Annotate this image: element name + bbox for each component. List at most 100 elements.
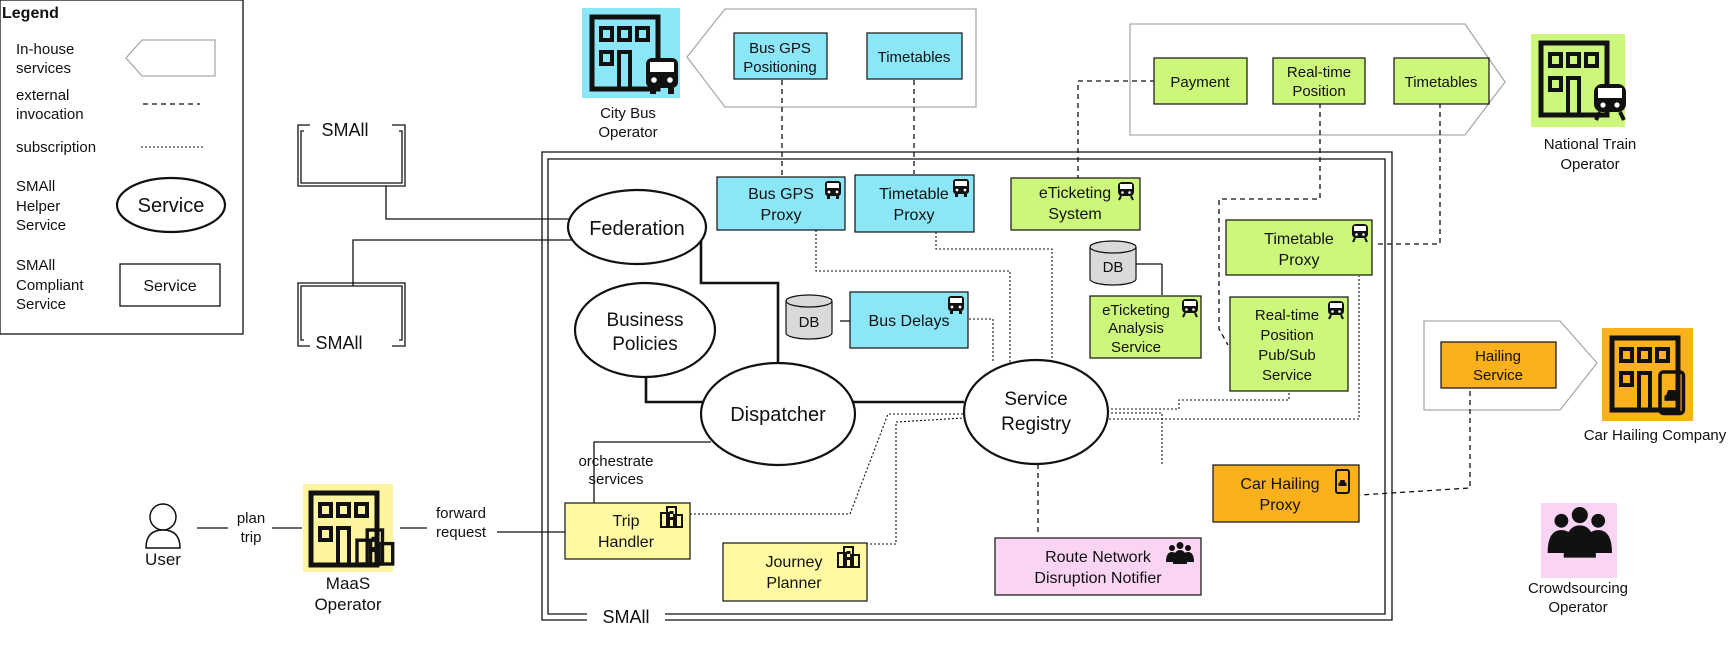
eticketing-analysis-service[interactable]: eTicketing Analysis Service — [1089, 295, 1202, 359]
small-main-label: SMAll — [602, 607, 649, 627]
user-icon — [149, 503, 177, 531]
national-train-operator: National Train Operator — [1531, 34, 1636, 173]
helper-connections — [644, 240, 964, 404]
realtime-position-label-2: Position — [1292, 83, 1345, 100]
timetable-proxy-train[interactable]: Timetable Proxy — [1225, 219, 1373, 276]
plan-trip-label-2: trip — [241, 529, 262, 546]
realtime-pubsub-label-1: Real-time — [1255, 307, 1319, 324]
journey-planner-label-2: Planner — [766, 575, 822, 592]
car-hailing-proxy-label-1: Car Hailing — [1240, 476, 1319, 493]
small-main-container: SMAll — [541, 151, 1393, 627]
forward-request-label-1: forward — [436, 505, 486, 522]
legend-in-house-label-1: In-house — [16, 41, 74, 58]
timetable-proxy-train-label-2: Proxy — [1279, 252, 1320, 269]
timetable-proxy-bus-label-2: Proxy — [894, 207, 935, 224]
national-train-operator-label-2: Operator — [1560, 156, 1619, 173]
timetable-proxy-bus[interactable]: Timetable Proxy — [854, 174, 975, 233]
bus-gps-positioning-label-1: Bus GPS — [749, 40, 811, 57]
maas-operator: MaaS Operator — [303, 484, 395, 614]
trip-handler-label-1: Trip — [613, 513, 640, 530]
bus-gps-positioning[interactable]: Bus GPS Positioning — [733, 32, 828, 80]
plan-trip-label-1: plan — [237, 510, 265, 527]
small-top-label: SMAll — [321, 120, 368, 140]
bus-delays-label: Bus Delays — [869, 313, 950, 330]
small-node-top: SMAll — [297, 120, 406, 187]
journey-planner-service[interactable]: Journey Planner — [722, 542, 868, 602]
realtime-position-service[interactable]: Real-time Position — [1272, 57, 1366, 105]
db1-label: DB — [1103, 259, 1124, 276]
crowdsourcing-operator-label-2: Operator — [1548, 599, 1607, 616]
dispatcher-label: Dispatcher — [730, 404, 826, 426]
national-train-operator-label-1: National Train — [1544, 136, 1637, 153]
bus-timetables-label: Timetables — [878, 49, 951, 66]
bus-delays-service[interactable]: Bus Delays — [849, 291, 969, 349]
eticketing-system[interactable]: eTicketing System — [1010, 177, 1141, 231]
small-node-bottom: SMAll — [297, 282, 406, 353]
legend-helper-label-3: Service — [16, 217, 66, 234]
hailing-service[interactable]: Hailing Service — [1440, 341, 1557, 389]
realtime-pubsub-label-3: Pub/Sub — [1258, 347, 1316, 364]
legend: Legend In-house services external invoca… — [0, 0, 244, 335]
database-eticketing: DB — [1089, 240, 1137, 286]
user: User — [145, 503, 181, 569]
route-network-disruption-notifier[interactable]: Route Network Disruption Notifier — [994, 537, 1202, 596]
database-bus: DB — [785, 294, 833, 340]
crowdsourcing-operator: Crowdsourcing Operator — [1528, 503, 1628, 616]
car-hailing-company-label: Car Hailing Company — [1584, 427, 1727, 444]
eticketing-analysis-label-2: Analysis — [1108, 320, 1164, 337]
bus-gps-proxy[interactable]: Bus GPS Proxy — [716, 176, 846, 231]
city-bus-operator-label-2: Operator — [598, 124, 657, 141]
legend-external-label-1: external — [16, 87, 69, 104]
realtime-pubsub-label-4: Service — [1262, 367, 1312, 384]
federation-service[interactable]: Federation — [566, 188, 708, 266]
legend-helper-label-1: SMAll — [16, 178, 55, 195]
trip-handler-service[interactable]: Trip Handler — [564, 502, 691, 560]
realtime-pubsub-service[interactable]: Real-time Position Pub/Sub Service — [1229, 296, 1349, 392]
maas-operator-label-2: Operator — [314, 595, 381, 614]
payment-service[interactable]: Payment — [1153, 57, 1248, 105]
business-policies-service[interactable]: Business Policies — [573, 281, 717, 379]
legend-helper-label-2: Helper — [16, 198, 60, 215]
legend-helper-sample: Service — [138, 195, 205, 217]
realtime-pubsub-label-2: Position — [1260, 327, 1313, 344]
journey-planner-label-1: Journey — [766, 554, 823, 571]
train-timetables[interactable]: Timetables — [1393, 57, 1490, 105]
eticketing-system-label-1: eTicketing — [1039, 185, 1111, 202]
realtime-position-label-1: Real-time — [1287, 64, 1351, 81]
legend-title: Legend — [2, 5, 59, 22]
city-bus-operator-label-1: City Bus — [600, 105, 656, 122]
legend-subscription-label: subscription — [16, 139, 96, 156]
route-network-label-1: Route Network — [1045, 549, 1152, 566]
business-policies-label-2: Policies — [612, 334, 677, 355]
maas-operator-label-1: MaaS — [326, 574, 370, 593]
legend-compliant-label-3: Service — [16, 296, 66, 313]
solid-connections — [197, 186, 1163, 533]
route-network-label-2: Disruption Notifier — [1034, 570, 1162, 587]
orchestrate-label-1: orchestrate — [578, 453, 653, 470]
hailing-service-label-2: Service — [1473, 367, 1523, 384]
user-label: User — [145, 550, 181, 569]
train-timetables-label: Timetables — [1405, 74, 1478, 91]
dispatcher-service[interactable]: Dispatcher — [699, 361, 857, 467]
legend-in-house-label-2: services — [16, 60, 71, 77]
small-bottom-label: SMAll — [315, 333, 362, 353]
service-registry-label-2: Registry — [1001, 414, 1071, 435]
eticketing-analysis-label-1: eTicketing — [1102, 302, 1170, 319]
legend-compliant-box — [119, 263, 221, 307]
car-hailing-proxy[interactable]: Car Hailing Proxy — [1212, 464, 1360, 523]
eticketing-analysis-label-3: Service — [1111, 339, 1161, 356]
legend-external-label-2: invocation — [16, 106, 84, 123]
trip-handler-label-2: Handler — [598, 534, 655, 551]
invocation-connections — [781, 80, 1471, 536]
legend-helper-ellipse — [115, 176, 227, 234]
business-policies-label-1: Business — [606, 310, 683, 331]
db2-label: DB — [799, 314, 820, 331]
bus-gps-positioning-label-2: Positioning — [743, 59, 816, 76]
bus-timetables[interactable]: Timetables — [866, 32, 963, 80]
bus-gps-proxy-label-2: Proxy — [761, 207, 802, 224]
service-registry-label-1: Service — [1004, 389, 1067, 410]
service-registry-service[interactable]: Service Registry — [962, 358, 1110, 466]
hailing-service-label-1: Hailing — [1475, 348, 1521, 365]
timetable-proxy-bus-label-1: Timetable — [879, 186, 949, 203]
